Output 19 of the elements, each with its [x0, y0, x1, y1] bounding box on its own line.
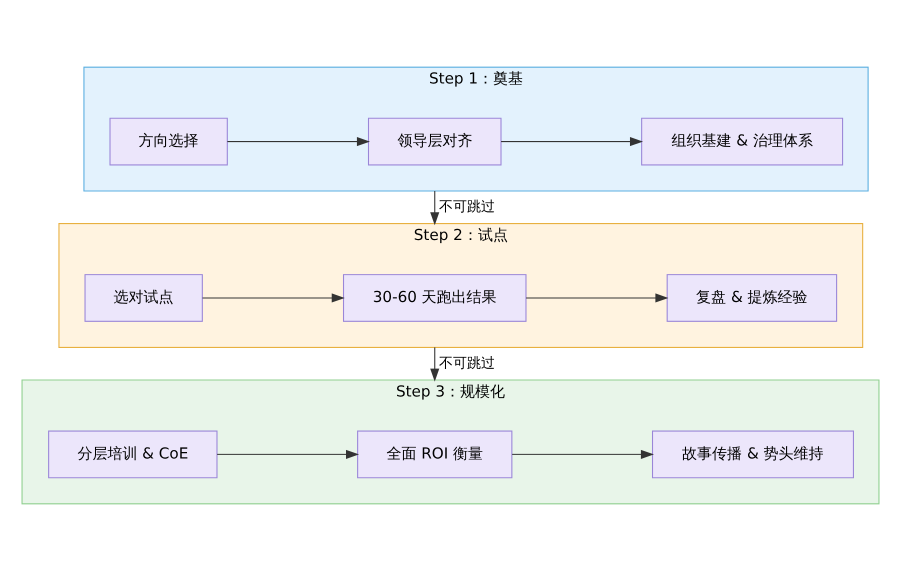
- node-box: 选对试点: [84, 274, 202, 322]
- arrow: [526, 293, 668, 303]
- node-box: 分层培训 & CoE: [48, 430, 218, 478]
- node-box: 领导层对齐: [367, 118, 502, 166]
- node-box: 故事传播 & 势头维持: [651, 430, 854, 478]
- node-box: 30-60 天跑出结果: [342, 274, 526, 322]
- arrow: [202, 293, 344, 303]
- node-box: 方向选择: [108, 118, 228, 166]
- arrow: [500, 137, 643, 146]
- edge-label: 不可跳过: [438, 355, 494, 372]
- node-box: 复盘 & 提炼经验: [666, 274, 837, 322]
- arrow: [226, 137, 370, 146]
- node-box: 组织基建 & 治理体系: [640, 118, 843, 166]
- arrow: [430, 347, 439, 382]
- node-box: 全面 ROI 衡量: [356, 430, 512, 478]
- arrow: [512, 450, 654, 459]
- edge-label: 不可跳过: [438, 198, 494, 215]
- arrow: [430, 191, 439, 226]
- arrow: [216, 450, 359, 459]
